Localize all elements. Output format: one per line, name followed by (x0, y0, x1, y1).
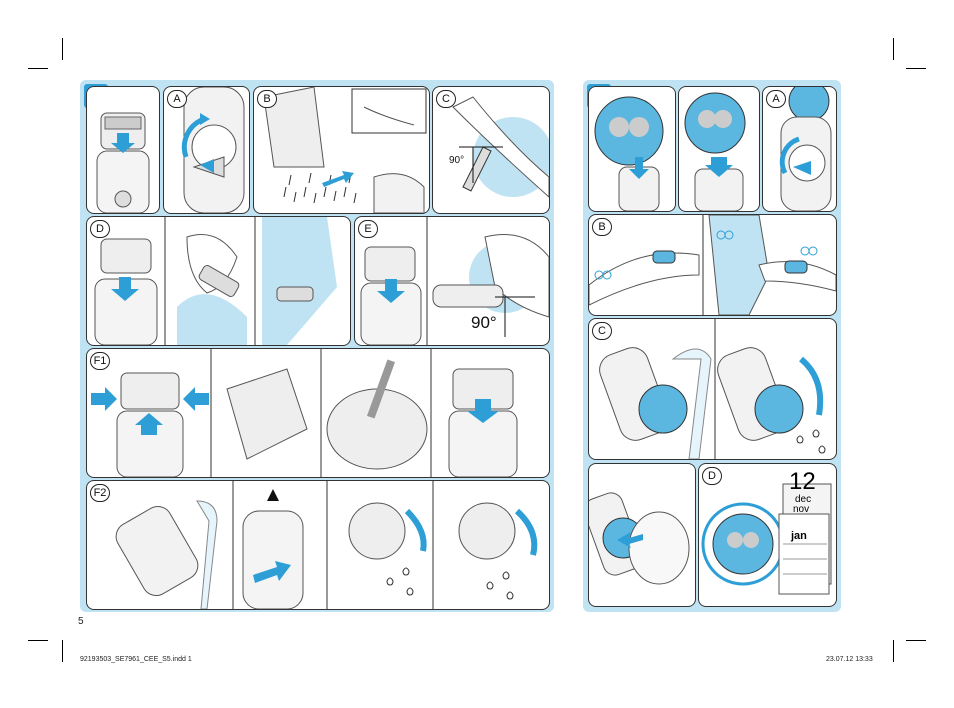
panel-brush-D: D 12 dec nov jan (698, 463, 837, 607)
panel-brush-cap (588, 463, 696, 607)
page-number: 5 (78, 616, 84, 627)
step-label-B: B (257, 90, 277, 108)
panel-step-F1: F1 (86, 348, 550, 478)
footer-date: 23.07.12 13:33 (826, 656, 873, 663)
panel-brush-A: A (762, 86, 837, 212)
step-label-E: E (358, 220, 378, 238)
panel-step-B: B (253, 86, 430, 214)
calendar-day: 12 (789, 468, 816, 495)
footer-file: 92193503_SE7961_CEE_S5.indd 1 (80, 656, 192, 663)
step-label-F1: F1 (90, 352, 110, 370)
crop-mark (906, 68, 926, 69)
panel-brush-1 (588, 86, 676, 212)
crop-mark (906, 640, 926, 641)
angle-label-large: 90° (471, 313, 497, 332)
panel-step-C: C 90° (432, 86, 550, 214)
step-label-D: D (90, 220, 110, 238)
calendar-month-1: dec (795, 494, 812, 505)
panel-step-A: A (163, 86, 250, 214)
panel-step-F2: F2 (86, 480, 550, 610)
brush-step-label-B: B (592, 218, 612, 236)
crop-mark (28, 68, 48, 69)
panel-step-D: D (86, 216, 351, 346)
brush-step-label-C: C (592, 322, 612, 340)
calendar-month-3: jan (791, 530, 807, 542)
panel-brush-C: C (588, 318, 837, 460)
angle-label: 90° (449, 155, 465, 166)
step-label-F2: F2 (90, 484, 110, 502)
panel-brush-B: B (588, 214, 837, 316)
crop-mark (62, 38, 63, 60)
panel-brush-2 (678, 86, 760, 212)
crop-mark (893, 38, 894, 60)
step-label-A: A (167, 90, 187, 108)
panel-step-1 (86, 86, 160, 214)
calendar-month-2: nov (793, 504, 810, 515)
crop-mark (893, 640, 894, 662)
step-label-C: C (436, 90, 456, 108)
panel-step-E: E 90° (354, 216, 550, 346)
brush-step-label-A: A (766, 90, 786, 108)
brush-step-label-D: D (702, 467, 722, 485)
crop-mark (28, 640, 48, 641)
crop-mark (62, 640, 63, 662)
